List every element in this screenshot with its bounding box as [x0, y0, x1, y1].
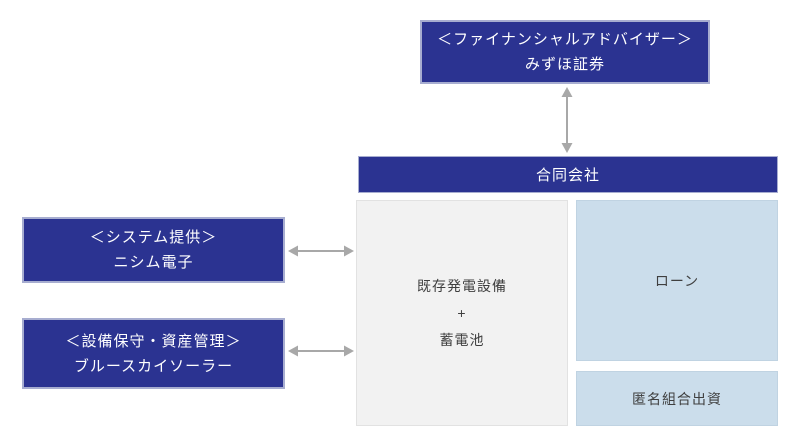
silent-partnership-label: 匿名組合出資: [632, 390, 722, 407]
maintenance-box: ＜設備保守・資産管理＞ ブルースカイソーラー: [22, 318, 285, 389]
double-arrow-vertical-icon: [561, 87, 573, 153]
double-arrow-horizontal-icon: [288, 245, 354, 257]
financial-advisor-name: みずほ証券: [524, 56, 605, 73]
loan-box: ローン: [576, 200, 778, 361]
silent-partnership-box: 匿名組合出資: [576, 371, 778, 426]
assets-plus: +: [457, 304, 467, 321]
assets-line1: 既存発電設備: [417, 277, 507, 294]
assets-box: 既存発電設備 + 蓄電池: [356, 200, 568, 426]
llc-label: 合同会社: [535, 167, 600, 184]
system-provider-name: ニシム電子: [113, 254, 194, 271]
financial-advisor-role: ＜ファイナンシャルアドバイザー＞: [437, 31, 693, 48]
financial-advisor-box: ＜ファイナンシャルアドバイザー＞ みずほ証券: [420, 20, 710, 84]
loan-label: ローン: [654, 272, 700, 289]
system-provider-box: ＜システム提供＞ ニシム電子: [22, 217, 285, 283]
double-arrow-horizontal-icon: [288, 345, 354, 357]
system-provider-role: ＜システム提供＞: [89, 229, 218, 246]
assets-line3: 蓄電池: [439, 331, 485, 348]
maintenance-role: ＜設備保守・資産管理＞: [65, 332, 242, 350]
llc-header-bar: 合同会社: [358, 156, 778, 193]
maintenance-name: ブルースカイソーラー: [73, 357, 234, 375]
